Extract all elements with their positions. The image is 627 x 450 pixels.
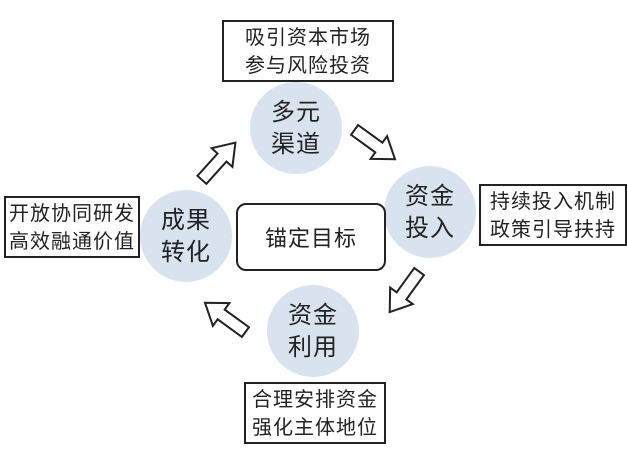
arrow-down-right-icon [349,123,397,161]
circle-left-line-1: 成果 [161,206,211,234]
right-box-line-2: 政策引导扶持 [490,217,616,241]
top-box-line-1: 吸引资本市场 [245,25,371,49]
arrow-up-right-icon [196,141,237,186]
left-box-line-2: 高效融通价值 [9,229,135,253]
top-box-line-2: 参与风险投资 [245,53,371,77]
circle-top: 多元 渠道 [250,82,342,174]
circle-right-line-1: 资金 [405,182,455,210]
circle-bottom-line-1: 资金 [288,301,338,329]
bottom-text-box: 合理安排资金 强化主体地位 [244,382,386,444]
circle-right: 资金 投入 [384,166,476,258]
circle-left-line-2: 转化 [161,238,211,266]
right-box-line-1: 持续投入机制 [490,189,616,213]
bottom-box-line-2: 强化主体地位 [252,415,378,439]
left-box-line-1: 开放协同研发 [9,201,135,225]
right-text-box: 持续投入机制 政策引导扶持 [479,184,627,246]
top-text-box: 吸引资本市场 参与风险投资 [222,20,394,82]
center-goal-label: 锚定目标 [264,227,357,252]
arrow-up-left-icon [203,301,251,339]
circle-right-line-2: 投入 [405,214,455,242]
arrow-down-left-icon [388,266,426,314]
circle-top-line-1: 多元 [271,98,321,126]
circle-top-line-2: 渠道 [271,130,321,158]
center-goal-box: 锚定目标 [236,203,386,271]
left-text-box: 开放协同研发 高效融通价值 [4,196,140,258]
circle-left: 成果 转化 [140,190,232,282]
circle-bottom-line-2: 利用 [288,333,338,361]
bottom-box-line-1: 合理安排资金 [252,387,378,411]
circle-bottom: 资金 利用 [267,285,359,377]
